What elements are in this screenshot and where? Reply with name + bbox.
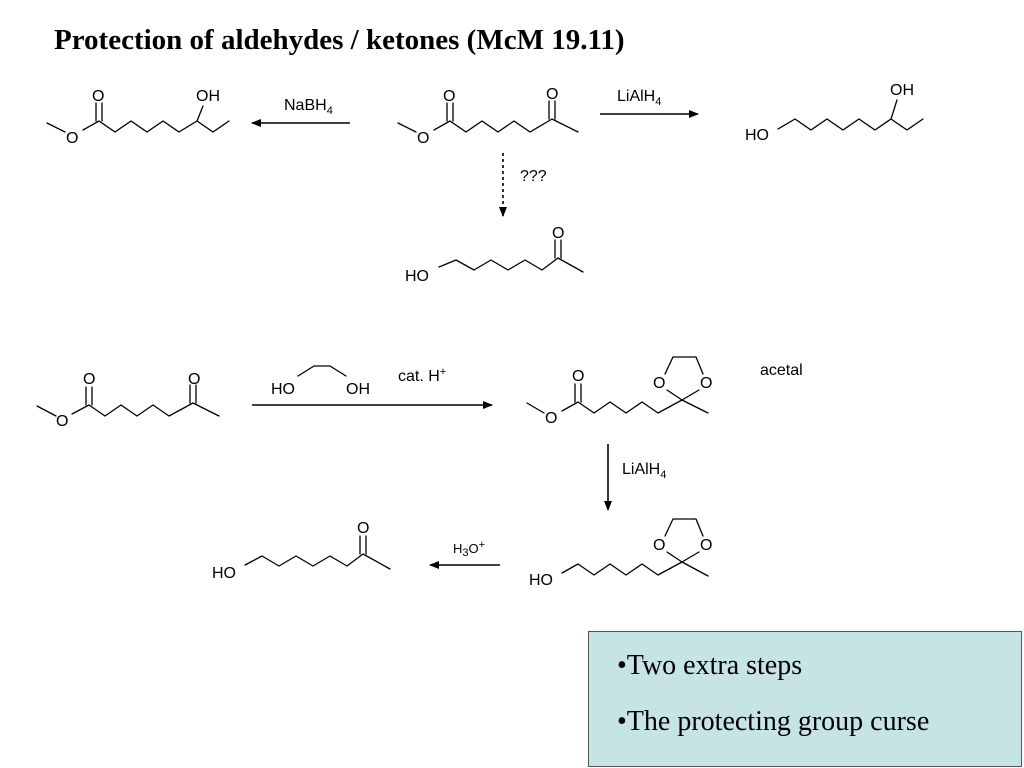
reagent-h3o-h: H: [453, 541, 462, 556]
atom-label-ester-o: O: [66, 130, 78, 147]
molecule-hydroxy-ester: O O OH: [46, 88, 230, 147]
acetal-label: acetal: [760, 362, 803, 379]
atom-label-ester-carbonyl-o: O: [83, 371, 95, 388]
reagent-nabh4: NaBH4: [284, 97, 333, 117]
molecule-acetal-ester: O O O O: [526, 356, 712, 427]
molecule-final-hydroxyketone: HO O: [212, 520, 391, 582]
reagent-lialh4-sub: 4: [655, 96, 661, 108]
reagent-cat-acid: cat. H+: [398, 366, 446, 385]
reagent-cat-acid-main: cat. H: [398, 368, 440, 385]
atom-label-acetal-o-right: O: [700, 537, 712, 554]
slide-title: Protection of aldehydes / ketones (McM 1…: [54, 24, 625, 56]
molecule-keto-ester-bottom: O O O: [36, 371, 220, 430]
note-bullet-1: •Two extra steps: [617, 650, 803, 681]
reagent-lialh4-top: LiAlH4: [617, 88, 661, 108]
reagent-lialh4-main: LiAlH: [622, 461, 660, 478]
atom-label-ester-carbonyl-o: O: [572, 368, 584, 385]
reagent-lialh4-main: LiAlH: [617, 88, 655, 105]
atom-label-oh: OH: [196, 88, 220, 105]
atom-label-acetal-o-left: O: [653, 375, 665, 392]
atom-label-ester-carbonyl-o: O: [443, 88, 455, 105]
atom-label-ho: HO: [745, 127, 769, 144]
atom-label-carbonyl-o: O: [92, 88, 104, 105]
reagent-h3o-o: O: [469, 541, 479, 556]
atom-label-ketone-o: O: [188, 371, 200, 388]
reagent-h3o-sub: 3: [462, 547, 468, 559]
summary-note-box: •Two extra steps •The protecting group c…: [588, 631, 1022, 767]
molecule-diol: HO OH: [745, 82, 924, 144]
atom-label-ketone-o: O: [552, 225, 564, 242]
molecule-keto-ester-top: O O O: [397, 86, 579, 147]
reagent-cat-acid-sup: +: [440, 366, 446, 378]
molecule-acetal-alcohol: HO O O: [529, 518, 712, 589]
atom-label-oh: OH: [890, 82, 914, 99]
atom-label-ho: HO: [212, 565, 236, 582]
atom-label-oh: OH: [346, 381, 370, 398]
note-bullet-2: •The protecting group curse: [617, 706, 930, 737]
atom-label-ketone-o: O: [357, 520, 369, 537]
atom-label-acetal-o-left: O: [653, 537, 665, 554]
atom-label-ho: HO: [405, 268, 429, 285]
atom-label-ester-o: O: [417, 130, 429, 147]
reagent-hydronium: H3O+: [453, 539, 485, 559]
reagent-nabh4-main: NaBH: [284, 97, 327, 114]
atom-label-ester-o: O: [545, 410, 557, 427]
atom-label-ester-o: O: [56, 413, 68, 430]
reagent-lialh4-bottom: LiAlH4: [622, 461, 666, 481]
reagent-ethylene-glycol: HO OH: [271, 365, 370, 398]
atom-label-ho: HO: [529, 572, 553, 589]
atom-label-ho: HO: [271, 381, 295, 398]
molecule-target-hydroxyketone: HO O: [405, 225, 584, 285]
reagent-nabh4-sub: 4: [327, 105, 333, 117]
reagent-h3o-sup: +: [479, 539, 485, 551]
atom-label-ketone-o: O: [546, 86, 558, 103]
reagent-lialh4-sub: 4: [660, 469, 666, 481]
unknown-reagent: ???: [520, 168, 547, 185]
atom-label-acetal-o-right: O: [700, 375, 712, 392]
